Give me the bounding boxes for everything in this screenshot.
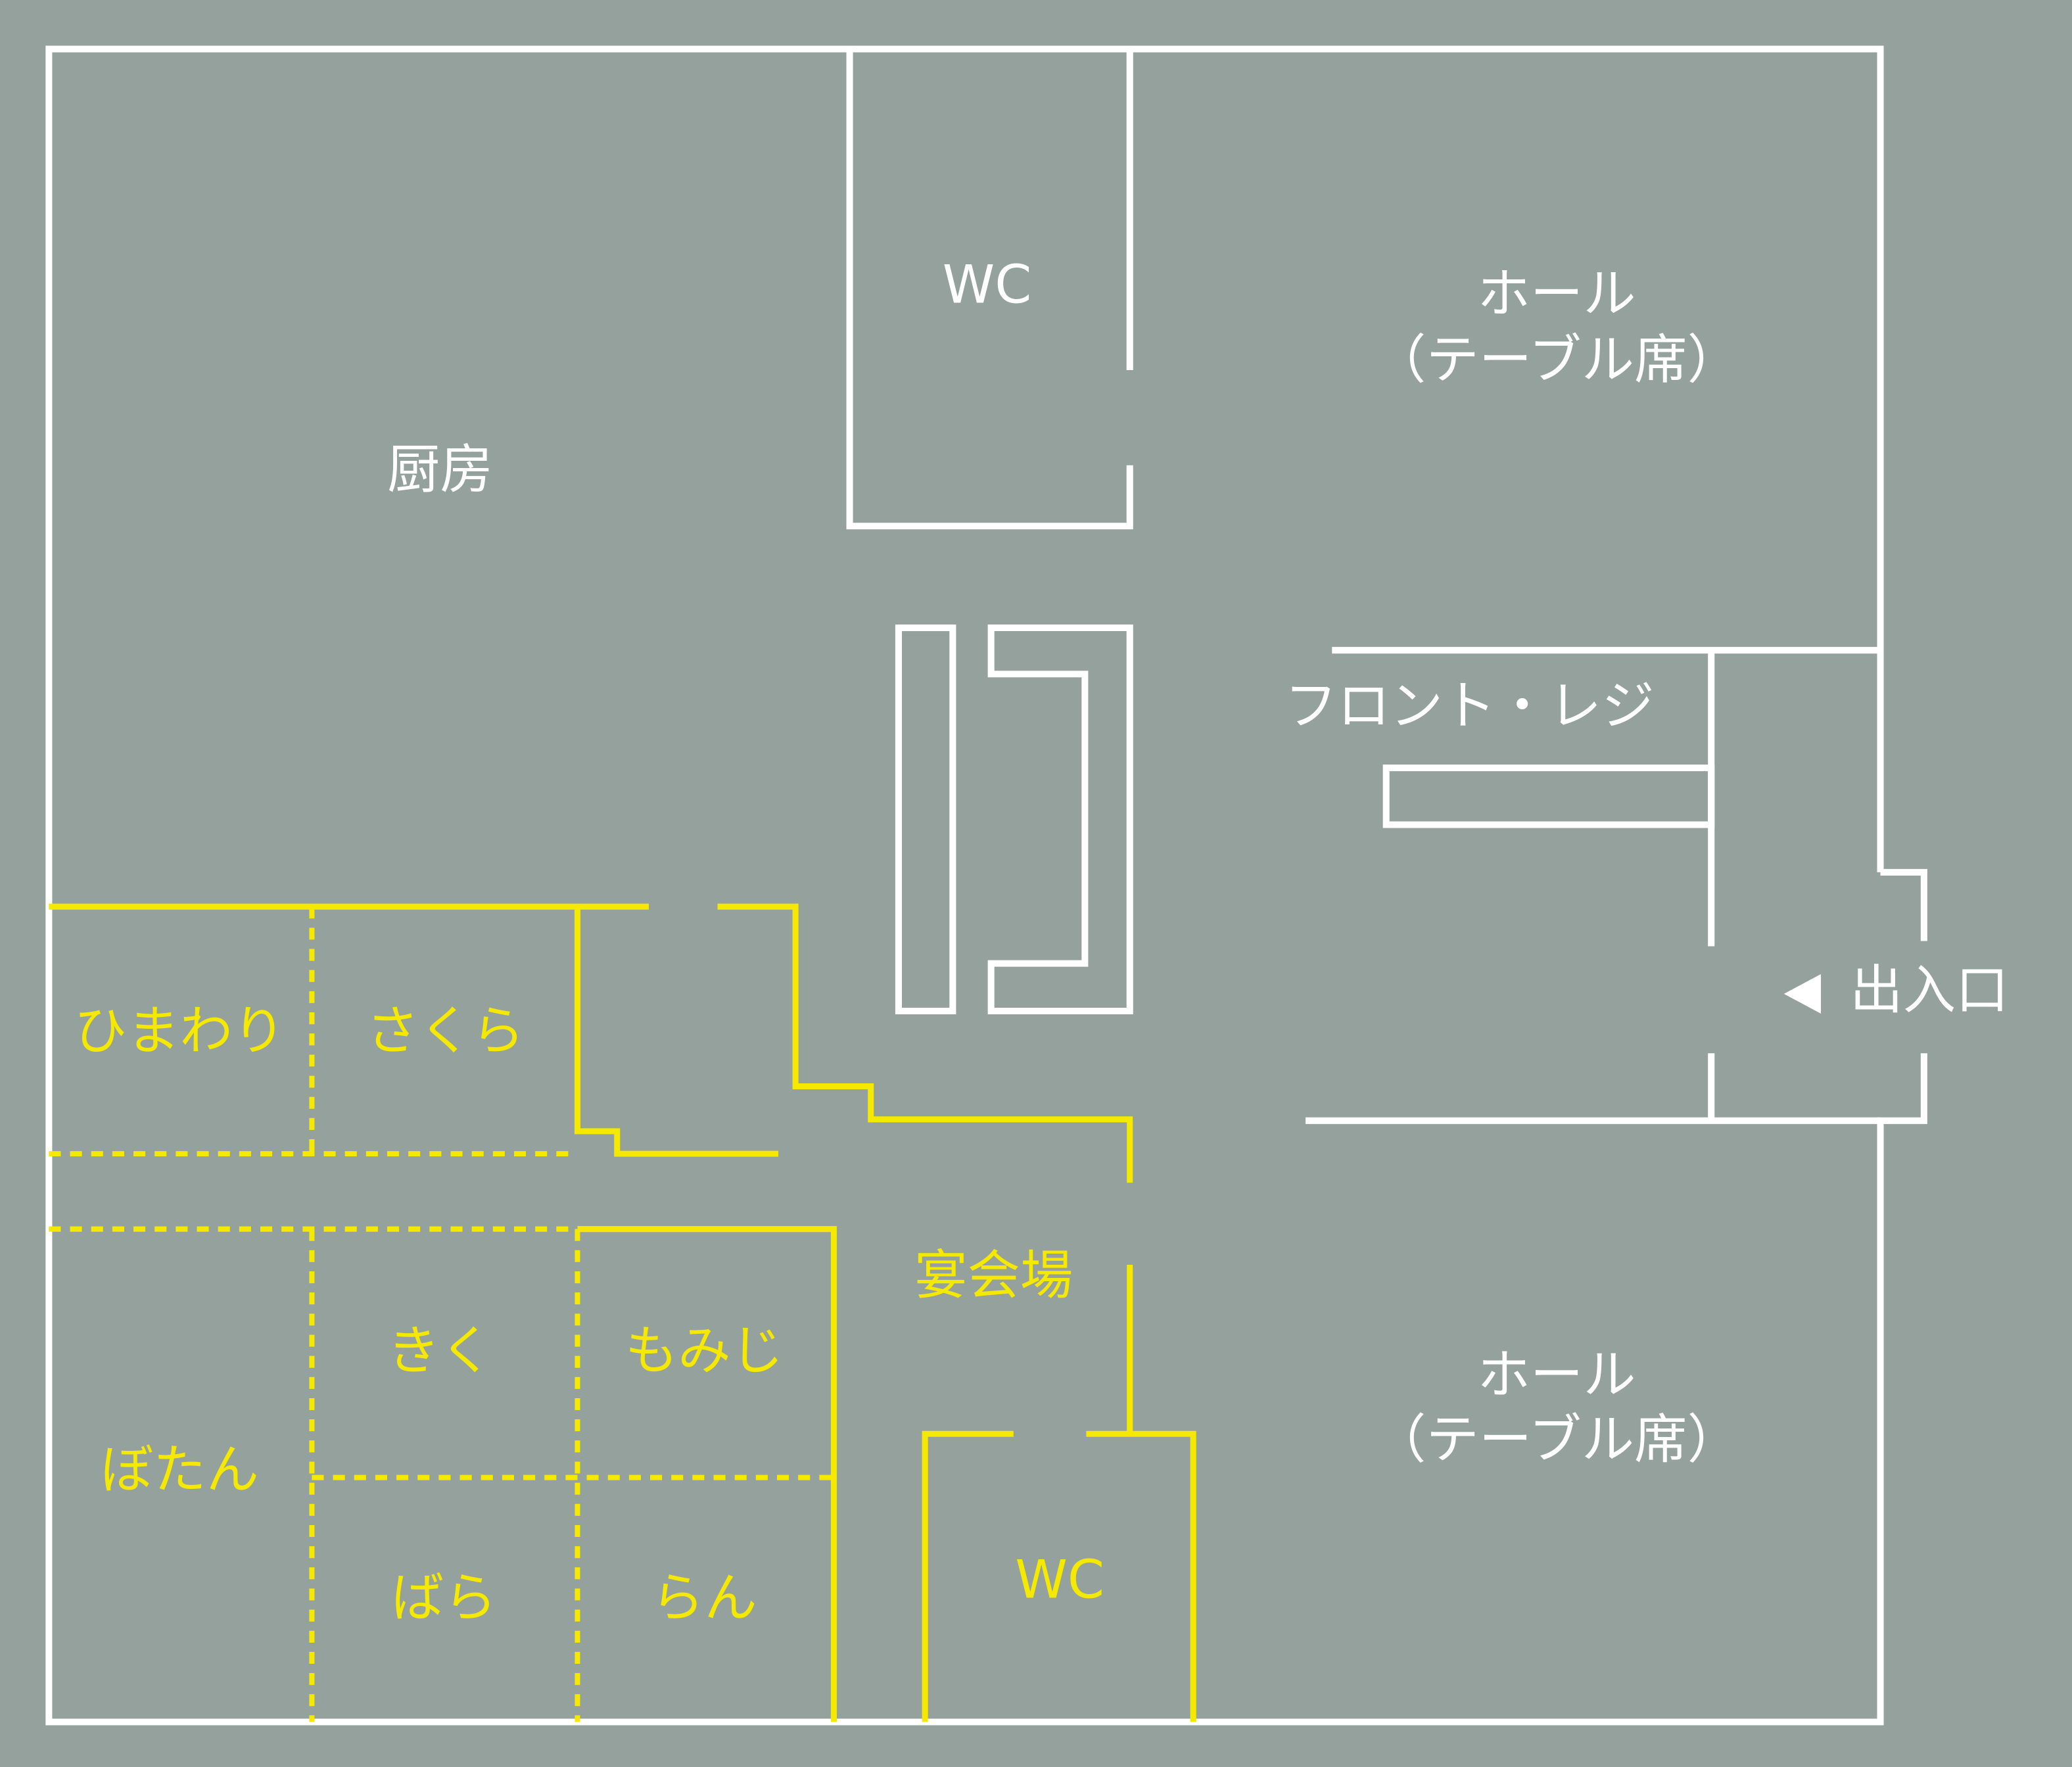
- wc-bottom-label: WC: [1015, 1548, 1104, 1610]
- banquet-walls: [49, 903, 1196, 1722]
- room-momiji: もみじ: [625, 1320, 784, 1382]
- hall-top-sublabel: （テーブル席）: [1373, 329, 1740, 390]
- banquet-wall-step: [574, 907, 779, 1157]
- room-bara: ばら: [391, 1567, 497, 1629]
- room-botan: ぼたん: [101, 1439, 259, 1501]
- partition-upper: [49, 907, 578, 1157]
- room-ran: らん: [651, 1567, 757, 1629]
- triangle-left-icon: [1783, 974, 1822, 1014]
- kitchen-label: 厨房: [387, 438, 493, 500]
- partition-lower: [49, 1226, 834, 1722]
- banquet-wall-lower: [577, 1226, 837, 1722]
- room-kiku: きく: [387, 1320, 493, 1382]
- front-label: フロント・レジ: [1284, 675, 1655, 737]
- room-sakura: さくら: [366, 1000, 525, 1062]
- hall-top-label: ホール: [1477, 262, 1636, 324]
- walls: [45, 45, 1927, 1726]
- front-desk: [1382, 765, 1715, 828]
- hall-bottom-sublabel: （テーブル席）: [1373, 1408, 1740, 1470]
- counter-right: [987, 624, 1133, 1015]
- outer-wall: [45, 45, 1927, 1726]
- entrance-label: 出入口: [1850, 959, 2008, 1021]
- wc-top-label: WC: [943, 253, 1032, 315]
- banquet-label: 宴会場: [914, 1244, 1073, 1306]
- hall-bottom-label: ホール: [1477, 1344, 1636, 1405]
- room-himawari: ひまわり: [74, 1000, 286, 1062]
- counter-left: [895, 624, 956, 1015]
- wc-top-walls: [846, 49, 1133, 530]
- wc-bottom-walls: [922, 1430, 1196, 1722]
- banquet-wall-upper: [49, 903, 1133, 1434]
